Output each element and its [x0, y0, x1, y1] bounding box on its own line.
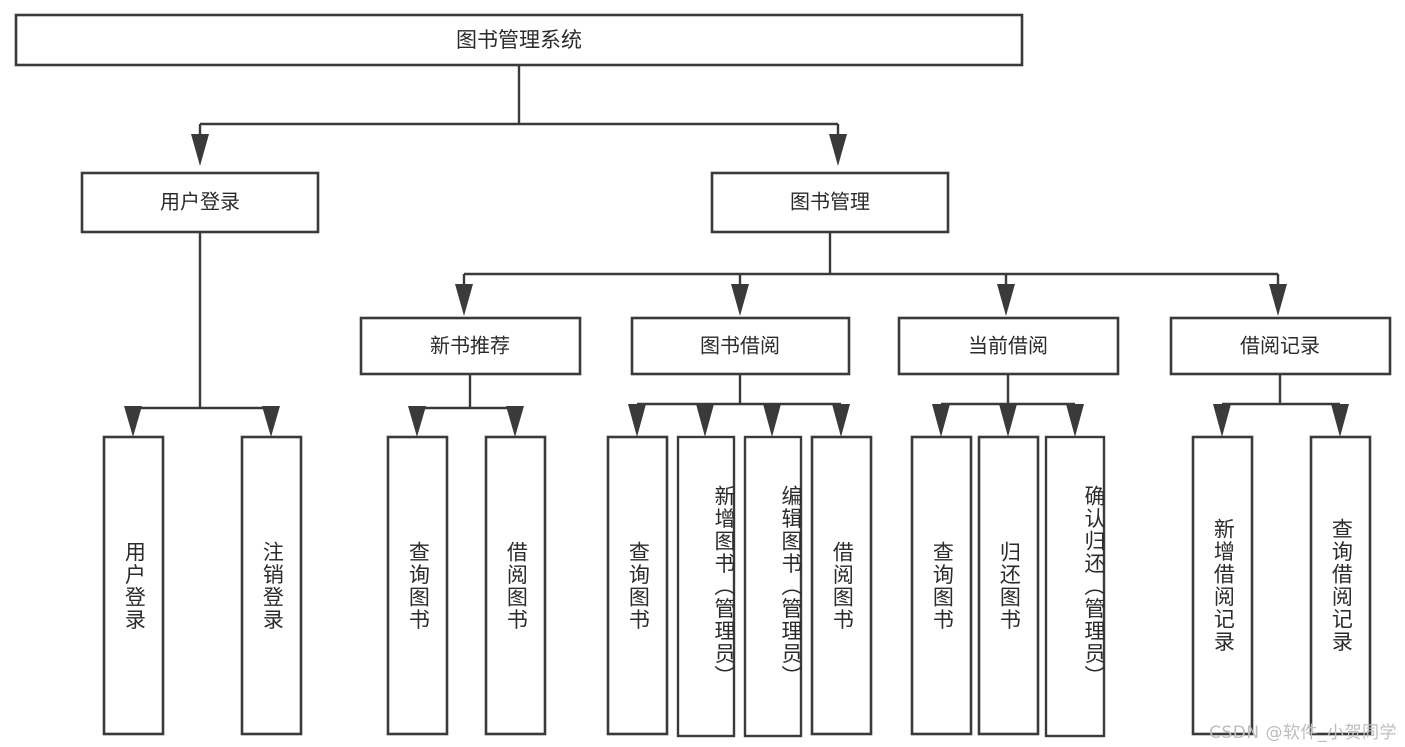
node-new-book-recommend[interactable]: 新书推荐: [359, 316, 582, 376]
arrow-head-book-management: [829, 134, 847, 166]
leaf-box-edit-book-admin[interactable]: [743, 435, 803, 738]
node-label-borrow-record: 借阅记录: [1240, 334, 1320, 358]
leaf-box-user-login[interactable]: [102, 435, 165, 736]
node-label-current-borrow: 当前借阅: [968, 334, 1048, 358]
node-book-management[interactable]: 图书管理: [710, 171, 950, 234]
node-label-book-management: 图书管理: [790, 190, 870, 214]
leaf-box-query-book-2[interactable]: [606, 435, 669, 736]
leaf-box-add-book-admin[interactable]: [676, 435, 736, 738]
node-box-user-login: [80, 171, 320, 234]
leaf-box-add-borrow-record[interactable]: [1191, 435, 1254, 736]
node-borrow-record[interactable]: 借阅记录: [1169, 316, 1392, 376]
connector-book-management-to-level2: [455, 232, 1287, 316]
node-book-borrow[interactable]: 图书借阅: [630, 316, 851, 376]
node-book-management-system[interactable]: 图书管理系统: [14, 13, 1024, 67]
leaf-box-borrow-book-2[interactable]: [810, 435, 873, 736]
leaf-box-query-book-3[interactable]: [910, 435, 973, 736]
connector-borrow-record-to-leaves: [1213, 374, 1349, 437]
connector-book-borrow-to-leaves: [628, 374, 850, 437]
node-label-new-book-recommend: 新书推荐: [430, 334, 510, 358]
connector-user-login-to-leaves: [124, 232, 280, 437]
connector-current-borrow-to-leaves: [932, 374, 1084, 437]
node-box-current-borrow: [897, 316, 1120, 376]
leaf-box-query-book-1[interactable]: [386, 435, 449, 736]
connector-root-to-level1: [191, 65, 847, 166]
csdn-watermark: CSDN @软件_小贺同学: [1209, 723, 1397, 743]
node-box-new-book-recommend: [359, 316, 582, 376]
node-current-borrow[interactable]: 当前借阅: [897, 316, 1120, 376]
node-label-user-login: 用户登录: [160, 190, 240, 214]
node-label-root: 图书管理系统: [456, 28, 582, 52]
leaf-box-return-book[interactable]: [977, 435, 1040, 736]
connector-new-book-recommend-to-leaves: [408, 374, 524, 437]
node-user-login[interactable]: 用户登录: [80, 171, 320, 234]
arrow-head-user-login: [191, 134, 209, 166]
node-label-book-borrow: 图书借阅: [700, 334, 780, 358]
leaf-box-confirm-return-admin[interactable]: [1044, 435, 1106, 738]
leaf-box-borrow-book-1[interactable]: [484, 435, 547, 736]
node-box-root: [14, 13, 1024, 67]
leaf-box-query-borrow-record[interactable]: [1309, 435, 1372, 736]
leaf-box-logout[interactable]: [240, 435, 303, 736]
